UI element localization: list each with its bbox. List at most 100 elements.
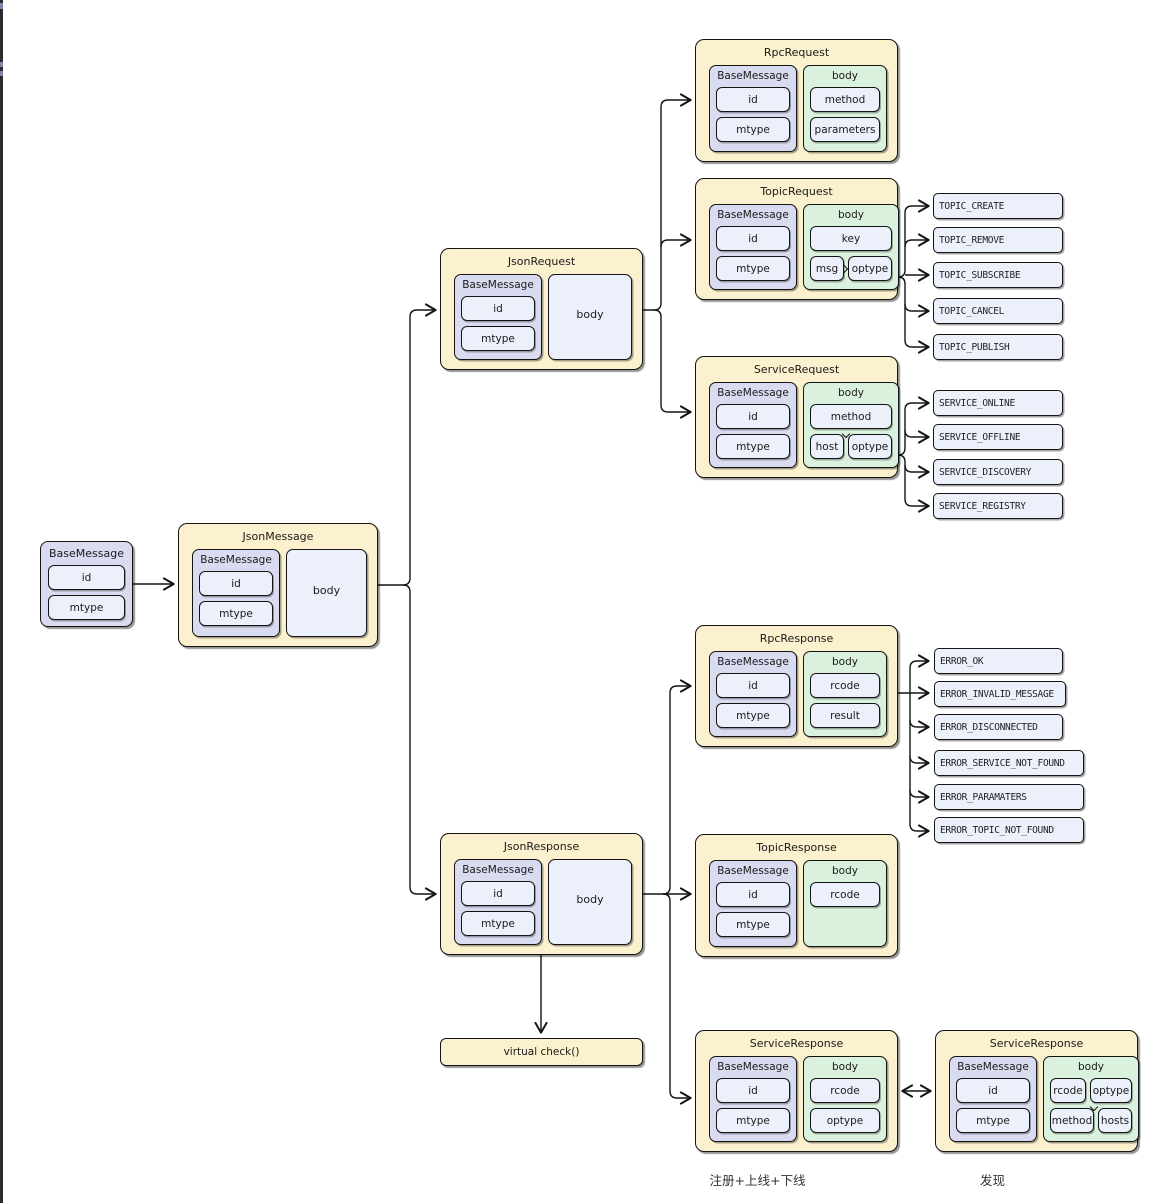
note-registry: 注册+上线+下线 xyxy=(709,1173,806,1188)
panel-title: body xyxy=(832,865,858,877)
panel-title: BaseMessage xyxy=(462,279,534,291)
connector xyxy=(909,693,930,838)
field-method: method xyxy=(810,404,892,429)
field-id: id xyxy=(716,404,790,429)
enum-error-paramaters: ERROR_PARAMATERS xyxy=(934,784,1084,810)
node-service-response-detail: ServiceResponse BaseMessage id mtype bod… xyxy=(935,1030,1139,1152)
panel-title: body xyxy=(838,387,864,399)
panel-title: body xyxy=(832,1061,858,1073)
panel-title: BaseMessage xyxy=(717,656,789,668)
edge-mark xyxy=(0,62,3,67)
body-panel: body rcode optype method hosts xyxy=(1043,1056,1139,1142)
field-mtype: mtype xyxy=(716,434,790,459)
panel-title: body xyxy=(838,209,864,221)
basemessage-panel: BaseMessage id mtype xyxy=(709,651,797,737)
node-title: JsonRequest xyxy=(507,255,576,268)
node-virtual-check: virtual check() xyxy=(440,1038,643,1066)
node-base-message: BaseMessage id mtype xyxy=(40,541,133,627)
enum-topic-subscribe: TOPIC_SUBSCRIBE xyxy=(933,262,1063,288)
enum-error-service-not-found: ERROR_SERVICE_NOT_FOUND xyxy=(934,750,1084,776)
field-id: id xyxy=(716,226,790,251)
connector xyxy=(909,719,930,734)
field-rcode: rcode xyxy=(1050,1078,1086,1103)
enum-topic-remove: TOPIC_REMOVE xyxy=(933,227,1063,253)
panel-title: BaseMessage xyxy=(717,209,789,221)
field-id: id xyxy=(956,1078,1030,1103)
enum-topic-publish: TOPIC_PUBLISH xyxy=(933,334,1063,360)
field-id: id xyxy=(199,571,273,596)
connector xyxy=(904,429,930,444)
edge-mark xyxy=(0,71,3,76)
field-optype: optype xyxy=(810,1108,880,1133)
connector xyxy=(662,679,692,895)
connector xyxy=(662,893,692,1105)
connector xyxy=(897,276,930,354)
field-mtype: mtype xyxy=(48,595,125,620)
connector xyxy=(904,303,930,318)
field-id: id xyxy=(716,1078,790,1103)
body-panel: body rcode optype xyxy=(803,1056,887,1142)
basemessage-panel: BaseMessage id mtype xyxy=(454,274,542,360)
enum-service-discovery: SERVICE_DISCOVERY xyxy=(933,459,1063,485)
body-panel: body method parameters xyxy=(803,65,887,152)
edge-mark xyxy=(0,3,3,9)
enum-service-offline: SERVICE_OFFLINE xyxy=(933,424,1063,450)
connector xyxy=(904,233,930,248)
node-rpc-request: RpcRequest BaseMessage id mtype body met… xyxy=(695,39,898,162)
enum-error-invalid-message: ERROR_INVALID_MESSAGE xyxy=(934,681,1066,707)
field-id: id xyxy=(48,565,125,590)
body-panel: body xyxy=(286,549,367,637)
field-rcode: rcode xyxy=(810,882,880,907)
field-parameters: parameters xyxy=(810,117,880,142)
node-json-response: JsonResponse BaseMessage id mtype body xyxy=(440,833,643,955)
field-mtype: mtype xyxy=(461,911,535,936)
field-id: id xyxy=(716,882,790,907)
field-id: id xyxy=(461,881,535,906)
field-optype: optype xyxy=(848,256,892,281)
node-topic-request: TopicRequest BaseMessage id mtype body k… xyxy=(695,178,899,300)
panel-title: BaseMessage xyxy=(717,387,789,399)
connector xyxy=(909,789,930,804)
node-title: RpcResponse xyxy=(759,632,834,645)
field-optype: optype xyxy=(848,434,892,459)
node-json-request: JsonRequest BaseMessage id mtype body xyxy=(440,248,643,370)
node-service-request: ServiceRequest BaseMessage id mtype body… xyxy=(695,356,899,478)
body-panel: body rcode result xyxy=(803,651,887,737)
panel-title: BaseMessage xyxy=(717,70,789,82)
field-mtype: mtype xyxy=(716,912,790,937)
window-edge-strip xyxy=(0,0,3,1203)
note-discovery: 发现 xyxy=(979,1173,1005,1188)
basemessage-panel: BaseMessage id mtype xyxy=(709,382,797,468)
panel-title: BaseMessage xyxy=(717,1061,789,1073)
node-title: ServiceRequest xyxy=(753,363,840,376)
basemessage-panel: BaseMessage id mtype xyxy=(192,549,280,637)
field-msg: msg xyxy=(810,256,844,281)
enum-error-topic-not-found: ERROR_TOPIC_NOT_FOUND xyxy=(934,817,1084,843)
enum-topic-cancel: TOPIC_CANCEL xyxy=(933,298,1063,324)
field-rcode: rcode xyxy=(810,673,880,698)
node-title: TopicResponse xyxy=(756,841,837,854)
field-mtype: mtype xyxy=(199,601,273,626)
panel-title: BaseMessage xyxy=(957,1061,1029,1073)
connector xyxy=(897,454,930,513)
field-host: host xyxy=(810,434,844,459)
field-mtype: mtype xyxy=(716,1108,790,1133)
connector xyxy=(653,309,692,419)
panel-title: body xyxy=(1078,1061,1104,1073)
panel-title: BaseMessage xyxy=(462,864,534,876)
field-result: result xyxy=(810,703,880,728)
field-rcode: rcode xyxy=(810,1078,880,1103)
field-hosts: hosts xyxy=(1098,1108,1132,1133)
field-method: method xyxy=(1050,1108,1094,1133)
body-panel: body key msg optype xyxy=(803,204,899,290)
node-title: JsonMessage xyxy=(242,530,314,543)
field-method: method xyxy=(810,87,880,112)
node-topic-response: TopicResponse BaseMessage id mtype body … xyxy=(695,834,898,957)
field-mtype: mtype xyxy=(716,703,790,728)
enum-service-online: SERVICE_ONLINE xyxy=(933,390,1063,416)
field-mtype: mtype xyxy=(461,326,535,351)
enum-service-registry: SERVICE_REGISTRY xyxy=(933,493,1063,519)
node-service-response: ServiceResponse BaseMessage id mtype bod… xyxy=(695,1030,898,1152)
connector xyxy=(402,303,437,586)
